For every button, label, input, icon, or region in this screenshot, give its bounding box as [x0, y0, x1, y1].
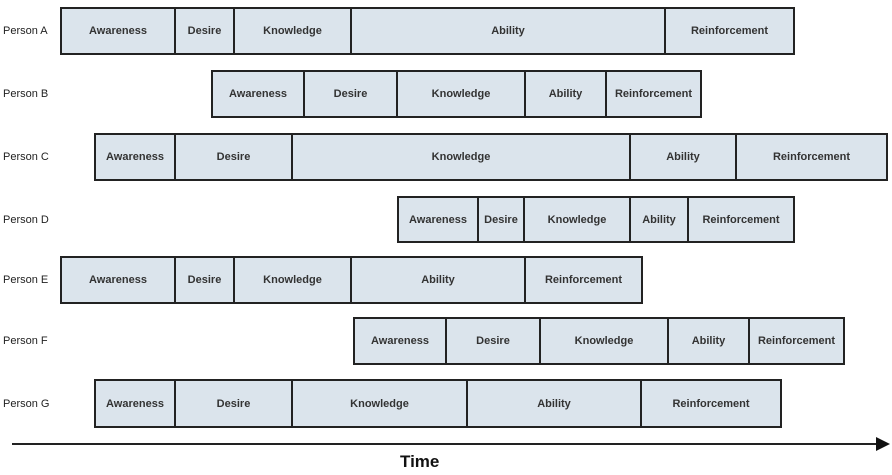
stage-reinforcement: Reinforcement — [605, 70, 702, 118]
stage-knowledge: Knowledge — [396, 70, 526, 118]
person-label: Person D — [3, 213, 49, 226]
stage-ability: Ability — [667, 317, 750, 365]
time-axis-line — [12, 443, 878, 445]
stage-awareness: Awareness — [211, 70, 305, 118]
stage-reinforcement: Reinforcement — [664, 7, 795, 55]
stage-reinforcement: Reinforcement — [735, 133, 888, 181]
person-label: Person B — [3, 88, 49, 100]
stage-ability: Ability — [350, 7, 666, 55]
person-label: Person F — [3, 335, 48, 347]
stage-reinforcement: Reinforcement — [640, 379, 782, 428]
stage-desire: Desire — [445, 317, 541, 365]
stage-awareness: Awareness — [94, 379, 176, 428]
stage-awareness: Awareness — [94, 133, 176, 181]
stage-knowledge: Knowledge — [291, 133, 631, 181]
time-axis-label: Time — [400, 452, 440, 471]
person-label: Person E — [3, 274, 49, 286]
stage-knowledge: Knowledge — [291, 379, 468, 428]
person-label: Person C — [3, 151, 49, 163]
stage-ability: Ability — [629, 133, 737, 181]
stage-desire: Desire — [174, 133, 293, 181]
stage-desire: Desire — [174, 256, 235, 304]
stage-awareness: Awareness — [353, 317, 447, 365]
arrow-right-icon — [876, 437, 890, 451]
stage-awareness: Awareness — [60, 7, 176, 55]
stage-ability: Ability — [524, 70, 607, 118]
stage-ability: Ability — [629, 196, 689, 243]
person-label: Person A — [3, 25, 48, 37]
stage-ability: Ability — [466, 379, 642, 428]
stage-awareness: Awareness — [60, 256, 176, 304]
stage-reinforcement: Reinforcement — [524, 256, 643, 304]
person-label: Person G — [3, 397, 50, 410]
stage-reinforcement: Reinforcement — [748, 317, 845, 365]
stage-knowledge: Knowledge — [233, 7, 352, 55]
stage-desire: Desire — [477, 196, 525, 243]
stage-desire: Desire — [174, 7, 235, 55]
stage-awareness: Awareness — [397, 196, 479, 243]
stage-knowledge: Knowledge — [539, 317, 669, 365]
stage-knowledge: Knowledge — [233, 256, 352, 304]
stage-desire: Desire — [174, 379, 293, 428]
stage-desire: Desire — [303, 70, 398, 118]
stage-reinforcement: Reinforcement — [687, 196, 795, 243]
stage-ability: Ability — [350, 256, 526, 304]
stage-knowledge: Knowledge — [523, 196, 631, 243]
